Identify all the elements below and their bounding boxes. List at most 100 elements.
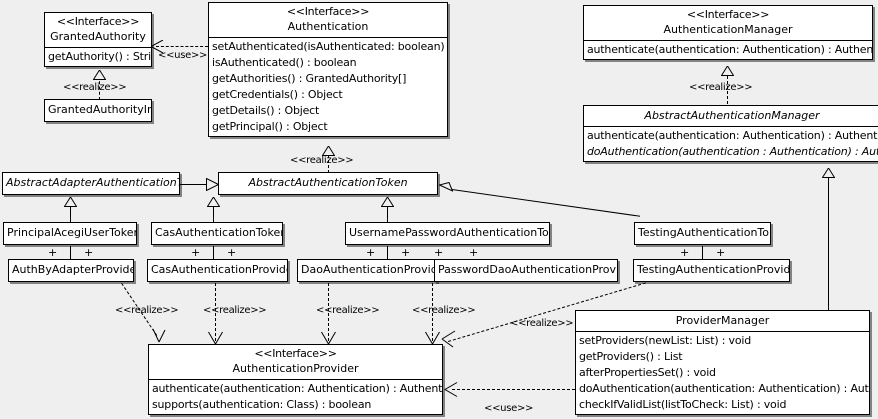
class-provider-manager[interactable]: ProviderManager setProviders(newList: Li…	[575, 310, 870, 415]
class-authentication-manager-members: authenticate(authentication: Authenticat…	[584, 41, 872, 59]
line-cas-provider-realize	[215, 283, 216, 341]
multiplicity-cas-token: +	[191, 246, 201, 259]
class-provider-manager-name: ProviderManager	[675, 314, 770, 327]
multiplicity-cas-provider: +	[227, 246, 237, 259]
arrowhead-use-authentication-provider	[444, 382, 458, 397]
class-authentication-manager[interactable]: <<Interface>> AuthenticationManager auth…	[583, 5, 873, 60]
class-cas-authentication-provider-header: CasAuthenticationProvider	[148, 260, 287, 281]
member-do-authentication: doAuthentication(authentication : Authen…	[587, 145, 878, 158]
class-dao-authentication-provider[interactable]: DaoAuthenticationProvider	[297, 259, 437, 282]
label-realize-authbyadapter: <<realize>>	[115, 305, 179, 316]
divider	[45, 47, 151, 48]
arrowhead-realize-cas-provider	[208, 331, 223, 345]
class-authentication-provider-members: authenticate(authentication: Authenticat…	[149, 380, 442, 414]
class-cas-authentication-provider[interactable]: CasAuthenticationProvider	[147, 259, 288, 282]
triangle-abstract-token-generalization-cas	[207, 197, 220, 207]
class-testing-authentication-token[interactable]: TestingAuthenticationToken	[634, 222, 771, 245]
class-abstract-authentication-token[interactable]: AbstractAuthenticationToken	[218, 172, 438, 195]
triangle-granted-authority-realize	[93, 70, 106, 80]
class-username-password-authentication-token-header: UsernamePasswordAuthenticationToken	[346, 223, 549, 244]
triangle-abstract-token-generalization-left	[206, 178, 219, 191]
class-authentication-name: Authentication	[287, 20, 369, 33]
label-realize-cas-provider: <<realize>>	[203, 305, 267, 316]
line-abstract-token-realize-authentication	[328, 155, 329, 173]
line-assoc-testing-token-provider	[702, 246, 703, 259]
triangle-abstract-token-generalization-testing	[439, 182, 453, 192]
class-auth-by-adapter-provider-header: AuthByAdapterProvider	[9, 260, 133, 281]
class-testing-authentication-provider-header: TestingAuthenticationProvider	[634, 260, 789, 281]
class-username-password-authentication-token-name: UsernamePasswordAuthenticationToken	[349, 226, 550, 239]
class-password-dao-authentication-provider[interactable]: PasswordDaoAuthenticationProvider	[434, 259, 618, 282]
line-granted-authority-impl-realize	[99, 76, 100, 100]
line-dao-provider-realize	[328, 283, 329, 341]
line-userpass-token-extends-abstract-token	[387, 206, 388, 222]
member-get-details: getDetails() : Object	[212, 104, 320, 117]
class-granted-authority[interactable]: <<Interface>> GrantedAuthority getAuthor…	[44, 12, 152, 67]
class-principal-acegi-user-token-name: PrincipalAcegiUserToken	[7, 226, 137, 239]
multiplicity-principal-token: +	[48, 246, 58, 259]
multiplicity-testing-token: +	[680, 246, 690, 259]
line-authentication-uses-granted-authority	[156, 46, 208, 47]
triangle-abstract-manager-generalization	[822, 168, 835, 178]
member-get-authorities: getAuthorities() : GrantedAuthority[]	[212, 72, 407, 85]
arrowhead-realize-testing-provider	[440, 330, 456, 348]
class-testing-authentication-provider[interactable]: TestingAuthenticationProvider	[633, 259, 790, 282]
label-use-provider-manager: <<use>>	[484, 403, 534, 414]
label-realize-abstract-manager: <<realize>>	[689, 82, 753, 93]
member-authenticate: authenticate(authentication: Authenticat…	[587, 129, 878, 142]
class-authentication-provider-header: <<Interface>> AuthenticationProvider	[149, 345, 442, 379]
multiplicity-userpass-token-right: +	[434, 246, 444, 259]
class-abstract-adapter-authentication-token[interactable]: AbstractAdapterAuthenticationToken	[2, 172, 180, 195]
member-supports: supports(authentication: Class) : boolea…	[152, 398, 372, 411]
class-testing-authentication-token-name: TestingAuthenticationToken	[638, 226, 770, 239]
class-cas-authentication-token[interactable]: CasAuthenticationToken	[151, 222, 283, 245]
line-principal-token-extends-adapter-token	[70, 206, 71, 222]
class-granted-authority-impl[interactable]: GrantedAuthorityImpl	[44, 99, 152, 122]
class-granted-authority-name: GrantedAuthority	[50, 30, 146, 43]
class-granted-authority-members: getAuthority() : String	[45, 48, 151, 66]
class-authentication[interactable]: <<Interface>> Authentication setAuthenti…	[208, 2, 448, 137]
label-use-granted-authority: <<use>>	[158, 50, 208, 61]
class-username-password-authentication-token[interactable]: UsernamePasswordAuthenticationToken	[345, 222, 550, 245]
class-abstract-authentication-manager-header: AbstractAuthenticationManager	[584, 106, 878, 126]
class-principal-acegi-user-token[interactable]: PrincipalAcegiUserToken	[3, 222, 137, 245]
label-realize-testing-provider: <<realize>>	[510, 318, 574, 329]
member-authenticate: authenticate(authentication: Authenticat…	[587, 43, 873, 56]
divider	[584, 40, 872, 41]
class-abstract-authentication-manager[interactable]: AbstractAuthenticationManager authentica…	[583, 105, 878, 162]
class-granted-authority-impl-header: GrantedAuthorityImpl	[45, 100, 151, 121]
triangle-abstract-token-generalization-userpass	[381, 197, 394, 207]
class-cas-authentication-provider-name: CasAuthenticationProvider	[151, 263, 288, 276]
line-testing-token-extends-abstract-token	[451, 189, 641, 217]
stereotype-interface: <<Interface>>	[56, 15, 140, 28]
class-authentication-header: <<Interface>> Authentication	[209, 3, 447, 37]
class-dao-authentication-provider-header: DaoAuthenticationProvider	[298, 260, 436, 281]
multiplicity-dao-provider: +	[401, 246, 411, 259]
triangle-authentication-realize	[322, 146, 335, 156]
member-is-authenticated: isAuthenticated() : boolean	[212, 56, 357, 69]
line-cas-token-extends-abstract-token	[213, 206, 214, 222]
class-password-dao-authentication-provider-name: PasswordDaoAuthenticationProvider	[438, 263, 618, 276]
label-realize-password-dao-provider: <<realize>>	[412, 305, 476, 316]
class-authentication-members: setAuthenticated(isAuthenticated: boolea…	[209, 38, 447, 136]
member-get-providers: getProviders() : List	[579, 350, 683, 363]
arrowhead-realize-dao-provider	[321, 331, 336, 345]
class-abstract-authentication-manager-name: AbstractAuthenticationManager	[644, 109, 820, 122]
member-get-principal: getPrincipal() : Object	[212, 120, 328, 133]
class-provider-manager-members: setProviders(newList: List) : void getPr…	[576, 332, 869, 414]
line-assoc-userpass-dao-provider	[387, 246, 388, 259]
class-authentication-provider[interactable]: <<Interface>> AuthenticationProvider aut…	[148, 344, 443, 415]
class-abstract-authentication-token-header: AbstractAuthenticationToken	[219, 173, 437, 194]
class-auth-by-adapter-provider[interactable]: AuthByAdapterProvider	[8, 259, 134, 282]
multiplicity-authbyadapter-provider: +	[84, 246, 94, 259]
multiplicity-password-dao-provider: +	[469, 246, 479, 259]
member-set-providers: setProviders(newList: List) : void	[579, 334, 751, 347]
class-abstract-authentication-manager-members: authenticate(authentication: Authenticat…	[584, 127, 878, 161]
class-granted-authority-impl-name: GrantedAuthorityImpl	[48, 103, 151, 116]
member-authenticate: authenticate(authentication: Authenticat…	[152, 382, 443, 395]
multiplicity-testing-provider: +	[716, 246, 726, 259]
class-cas-authentication-token-header: CasAuthenticationToken	[152, 223, 282, 244]
label-realize-dao-provider: <<realize>>	[316, 305, 380, 316]
label-realize-granted-authority-impl: <<realize>>	[63, 82, 127, 93]
